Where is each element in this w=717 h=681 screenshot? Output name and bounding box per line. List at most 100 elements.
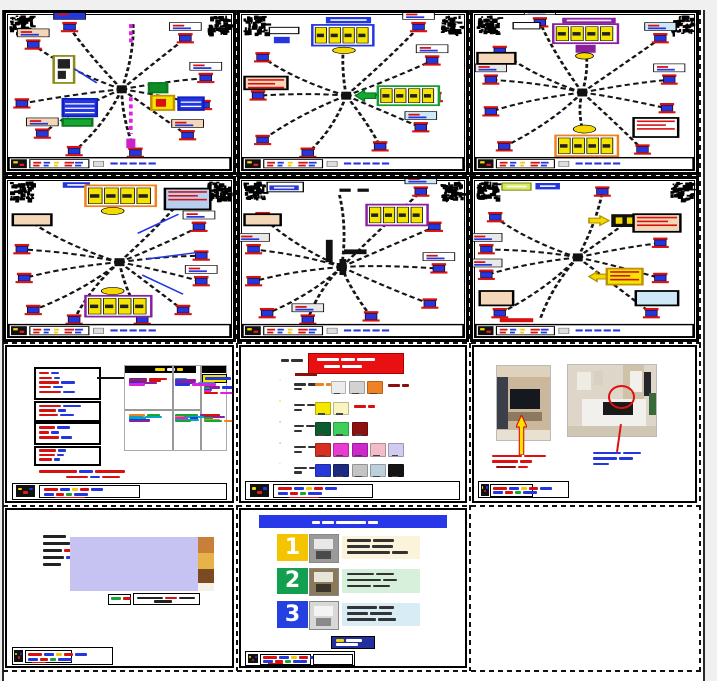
illegible-text-line	[175, 380, 183, 384]
swatch-base-mark	[391, 475, 399, 478]
page-thumbnail-6[interactable]	[470, 176, 699, 342]
swatch-base-mark	[318, 413, 325, 415]
illegible-text-line	[128, 377, 169, 381]
diagram-spoke	[261, 94, 347, 141]
legend-post-mark	[353, 405, 377, 409]
diagram-shape	[343, 249, 367, 255]
illegible-text-line	[39, 453, 66, 457]
diagram-spoke	[340, 266, 431, 305]
diagram-node	[13, 243, 31, 255]
diagram-node	[473, 258, 503, 280]
page-thumbnail-2[interactable]	[237, 10, 469, 175]
legend-title-side-mark	[281, 359, 305, 362]
diagram-spoke	[341, 265, 440, 270]
diagram-node	[651, 237, 669, 248]
illegible-text-line	[39, 436, 74, 439]
illegible-text-line	[203, 387, 213, 390]
illegible-text-line	[39, 376, 62, 380]
callout-box	[61, 117, 94, 127]
illegible-text-line	[39, 385, 64, 389]
photo-block	[198, 536, 214, 553]
paragraph-line	[43, 534, 68, 538]
footer-red-mark	[55, 496, 86, 499]
page-cell-4	[3, 176, 236, 342]
photo-block	[497, 366, 551, 377]
illegible-text-line	[39, 413, 76, 417]
page-footer-bar	[245, 651, 355, 666]
photo-block	[315, 584, 332, 593]
page-thumbnail-5[interactable]	[237, 176, 469, 342]
illegible-text-line	[128, 417, 149, 420]
legend-row	[241, 400, 465, 418]
footer-title-text	[277, 487, 339, 491]
page-thumbnail-10[interactable]	[5, 508, 234, 668]
diagram-spoke	[118, 262, 144, 321]
swatch-base-mark	[333, 392, 341, 395]
diagram-node	[425, 221, 443, 232]
diagram-page-2	[241, 13, 465, 171]
page-thumbnail-3[interactable]	[470, 10, 699, 175]
diagram-spoke	[118, 261, 185, 311]
photo-block	[576, 372, 591, 391]
photo-block	[567, 425, 657, 436]
photo1-caption-line	[491, 454, 548, 458]
legend-row-label	[293, 450, 304, 453]
diagram-node	[299, 147, 317, 158]
page-thumbnail-9[interactable]	[472, 345, 697, 503]
illegible-text-line	[39, 426, 72, 429]
illegible-text-line	[128, 414, 162, 417]
corner-noise	[476, 181, 502, 202]
footer-logo-icon	[249, 484, 269, 497]
swatch-base-mark	[336, 413, 344, 415]
diagram-spoke	[338, 194, 346, 268]
page-thumbnail-7[interactable]	[5, 345, 234, 503]
callout-box	[150, 94, 176, 111]
callout-box	[554, 134, 620, 157]
diagram-spoke	[538, 256, 579, 321]
diagram-node	[192, 250, 210, 261]
page-footer-bar	[11, 482, 228, 500]
illegible-text-line	[175, 379, 198, 382]
diagram-node	[254, 52, 272, 63]
table-cell	[202, 413, 232, 446]
swatch-base-mark	[336, 434, 344, 436]
paragraph-line	[43, 541, 72, 545]
small-caption-box	[108, 594, 131, 605]
footer-title-text	[493, 491, 539, 495]
diagram-ellipse	[100, 287, 125, 295]
footer-title-text	[44, 488, 105, 492]
swatch-base-mark	[318, 475, 325, 478]
diagram-spoke	[490, 91, 583, 113]
diagram-node	[184, 265, 218, 287]
page-thumbnail-8[interactable]	[239, 345, 467, 503]
diagram-ellipse	[100, 207, 125, 215]
page-cell-10	[3, 506, 236, 670]
diagram-node	[644, 22, 677, 44]
page-cell-5	[237, 176, 469, 342]
diagram-node	[53, 13, 86, 33]
table-cell	[127, 376, 168, 409]
photo-block	[649, 393, 657, 415]
step-number: 3	[284, 602, 301, 627]
steps-header-text	[311, 520, 380, 524]
table-cell	[174, 376, 216, 409]
swatch-base-mark	[336, 455, 344, 457]
legend-row-label	[293, 445, 319, 449]
diagram-shape	[339, 259, 347, 275]
page-thumbnail-4[interactable]	[3, 176, 236, 342]
illegible-text-line	[175, 417, 200, 420]
diagram-page-5	[240, 179, 466, 338]
diagram-hub	[572, 253, 583, 262]
corner-noise	[207, 15, 233, 37]
callout-box	[243, 75, 289, 91]
illegible-text-line	[203, 417, 216, 420]
illegible-text-line	[39, 409, 68, 412]
diagram-node	[16, 28, 50, 50]
step-text-box	[341, 602, 421, 627]
step-number-tile: 1	[276, 534, 309, 561]
page-cell-7	[3, 343, 236, 505]
page-thumbnail-1[interactable]	[3, 10, 236, 175]
illegible-text-line	[39, 390, 77, 394]
diagram-hub	[116, 85, 127, 94]
